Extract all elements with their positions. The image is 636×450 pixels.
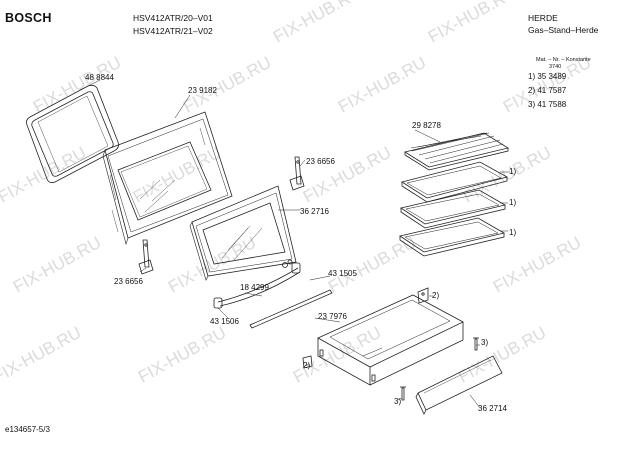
legend-entry: 3) 41 7588 <box>528 100 567 109</box>
part-label: 48 8844 <box>85 73 114 82</box>
drawer-bracket-upper <box>417 287 429 304</box>
reference-marker: 1) <box>509 198 517 207</box>
legend-heading: Mat. – Nr. – Konstante <box>536 57 591 63</box>
subcategory-label: Gas–Stand–Herde <box>528 25 599 35</box>
door-seal <box>26 84 119 183</box>
part-label: 36 2716 <box>300 207 329 216</box>
reference-marker: 3) <box>481 338 489 347</box>
screw-upper <box>473 337 479 351</box>
reference-marker: 1) <box>509 228 517 237</box>
hinge-lower <box>138 239 154 275</box>
storage-drawer <box>317 294 464 386</box>
model-number-2: HSV412ATR/21–V02 <box>133 26 213 36</box>
trim-strip <box>249 289 333 329</box>
part-label: 36 2714 <box>478 404 507 413</box>
drawer-front-panel <box>415 355 503 415</box>
part-label: 43 1505 <box>328 269 357 278</box>
category-label: HERDE <box>528 13 558 23</box>
part-label: 43 1506 <box>210 317 239 326</box>
part-label: 18 4299 <box>240 283 269 292</box>
part-label: 29 8278 <box>412 121 441 130</box>
reference-marker: 3) <box>394 397 402 406</box>
legend-entry: 2) 41 7587 <box>528 86 567 95</box>
baking-tray-2 <box>400 189 507 229</box>
legend-entry: 1) 35 3489 <box>528 72 567 81</box>
part-label: 23 6656 <box>306 157 335 166</box>
door-handle <box>213 259 301 309</box>
outer-door-glass <box>189 185 297 281</box>
document-id: e134657-5/3 <box>5 425 50 434</box>
brand-logo: BOSCH <box>5 11 52 25</box>
leader-lines <box>79 79 510 409</box>
drawer-bracket-lower <box>302 355 313 369</box>
hinge-upper <box>289 156 305 191</box>
inner-door-frame <box>102 111 233 246</box>
screw-lower <box>400 386 406 401</box>
reference-marker: 1) <box>509 167 517 176</box>
reference-marker: 2) <box>303 361 311 370</box>
model-number-1: HSV412ATR/20–V01 <box>133 13 213 23</box>
baking-tray-3 <box>399 217 506 257</box>
wire-rack <box>403 132 510 171</box>
part-label: 23 7976 <box>318 312 347 321</box>
legend-heading-code: 3740 <box>549 64 562 70</box>
part-label: 23 6656 <box>114 277 143 286</box>
part-label: 23 9182 <box>188 86 217 95</box>
reference-marker: 2) <box>432 291 440 300</box>
